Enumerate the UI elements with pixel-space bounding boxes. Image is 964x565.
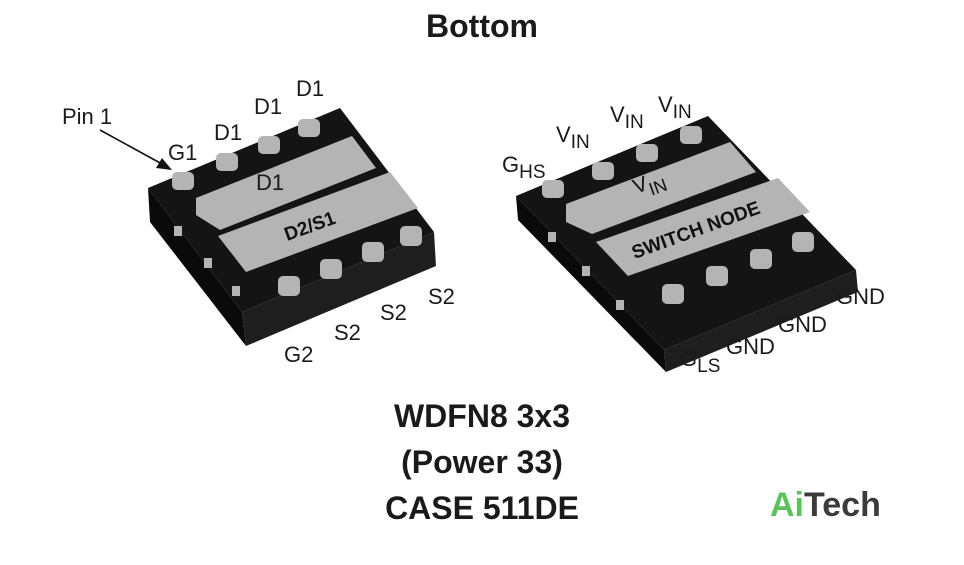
left-bottom-pin-label: S2 — [380, 300, 407, 325]
left-bottom-pin-pad — [400, 226, 422, 246]
right-bottom-pin-label: GLS — [680, 346, 721, 377]
left-upper-pad-label: D1 — [256, 170, 285, 195]
left-top-pin-label: D1 — [254, 94, 283, 119]
view-title: Bottom — [426, 8, 538, 44]
package-subname: (Power 33) — [401, 444, 563, 480]
right-top-pin-pad — [636, 144, 658, 162]
right-lower-pad — [596, 178, 810, 276]
right-chip: VIN SWITCH NODE — [516, 116, 858, 372]
package-case: CASE 511DE — [385, 490, 579, 526]
package-name: WDFN8 3x3 — [393, 398, 571, 434]
right-chip-front-face — [664, 270, 858, 372]
left-top-pin-pad — [298, 119, 320, 137]
right-top-pin-pad — [592, 162, 614, 180]
right-bottom-pin-pad — [706, 266, 728, 286]
right-bottom-pin-label: GND — [726, 334, 775, 359]
left-bottom-pin-label: G2 — [284, 342, 314, 367]
right-side-terminal — [616, 300, 624, 310]
left-top-pin-pad — [258, 136, 280, 154]
left-side-terminal — [174, 226, 182, 236]
left-chip: D2/S1 — [99, 108, 436, 346]
left-top-pin-pad — [172, 172, 194, 190]
left-side-terminal — [204, 258, 212, 268]
left-top-pin-pad — [216, 153, 238, 171]
left-bottom-pin-pad — [362, 242, 384, 262]
right-bottom-pin-pad — [792, 232, 814, 252]
right-side-terminal — [582, 266, 590, 276]
right-upper-pad — [566, 142, 756, 234]
right-top-pin-label: VIN — [658, 92, 692, 123]
left-upper-pad — [196, 136, 376, 230]
left-top-pin-label: D1 — [296, 76, 325, 101]
pin1-arrowhead — [156, 158, 172, 170]
right-bottom-pin-pad — [662, 284, 684, 304]
right-top-pin-pad — [680, 126, 702, 144]
right-bottom-pin-label: GND — [778, 312, 827, 337]
left-bottom-pin-pad — [278, 276, 300, 296]
left-bottom-pin-pad — [320, 259, 342, 279]
left-side-terminal — [232, 286, 240, 296]
left-bottom-pin-label: S2 — [428, 284, 455, 309]
left-bottom-pin-label: S2 — [334, 320, 361, 345]
aitech-logo: AiTech — [770, 486, 881, 524]
right-bottom-pin-label: GND — [836, 284, 885, 309]
left-chip-left-face — [148, 188, 246, 346]
pin1-label: Pin 1 — [62, 104, 113, 129]
right-top-pin-label: VIN — [610, 102, 644, 133]
right-side-terminal — [548, 232, 556, 242]
right-bottom-pin-pad — [750, 249, 772, 269]
left-chip-front-face — [242, 232, 436, 346]
right-top-pin-label: GHS — [502, 152, 546, 183]
pin1-arrow — [99, 129, 163, 165]
left-lower-pad — [218, 172, 418, 272]
right-top-pin-label: VIN — [556, 122, 590, 153]
left-top-pin-label: D1 — [214, 120, 243, 145]
left-top-pin-label: G1 — [168, 140, 198, 165]
right-top-pin-pad — [542, 180, 564, 198]
